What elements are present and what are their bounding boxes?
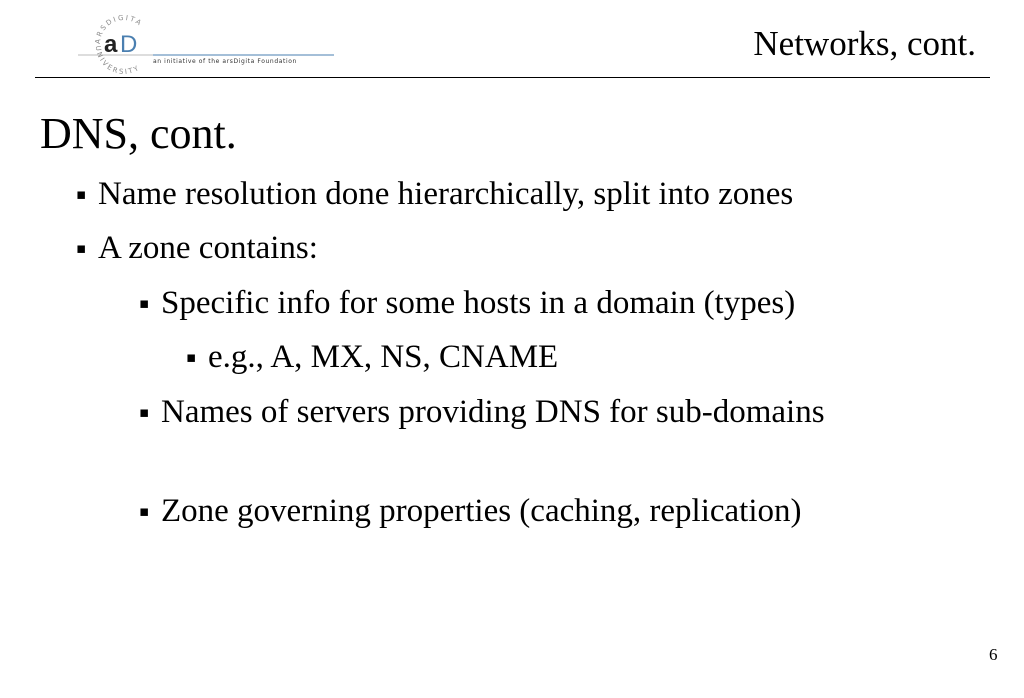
arsdigita-university-logo: ARSDIGITA UNIVERSITY a D an initiative o… <box>78 14 334 76</box>
sub-sub-bullet-item: ▪ e.g., A, MX, NS, CNAME <box>186 340 558 374</box>
bullet-square-icon: ▪ <box>139 502 150 520</box>
page-number: 6 <box>989 645 998 664</box>
bullet-text: Name resolution done hierarchically, spl… <box>98 176 794 212</box>
sub-bullet-item: ▪ Specific info for some hosts in a doma… <box>139 286 795 320</box>
logo-mark-a: a <box>104 31 118 58</box>
bullet-item: ▪ Name resolution done hierarchically, s… <box>76 177 793 211</box>
header-divider <box>35 77 990 78</box>
logo-tagline: an initiative of the arsDigita Foundatio… <box>153 58 297 65</box>
bullet-text: Zone governing properties (caching, repl… <box>161 493 802 529</box>
bullet-text: A zone contains: <box>98 230 318 266</box>
slide-title: DNS, cont. <box>40 109 237 158</box>
logo-mark-d: D <box>120 31 137 58</box>
bullet-square-icon: ▪ <box>76 185 87 203</box>
sub-bullet-item: ▪ Zone governing properties (caching, re… <box>139 494 802 528</box>
bullet-square-icon: ▪ <box>139 403 150 421</box>
bullet-text: Names of servers providing DNS for sub-d… <box>161 394 825 430</box>
sub-bullet-item: ▪ Names of servers providing DNS for sub… <box>139 395 879 429</box>
bullet-square-icon: ▪ <box>76 239 87 257</box>
bullet-square-icon: ▪ <box>139 294 150 312</box>
bullet-square-icon: ▪ <box>186 348 197 366</box>
bullet-text: Specific info for some hosts in a domain… <box>161 285 796 321</box>
bullet-item: ▪ A zone contains: <box>76 231 318 265</box>
bullet-text: e.g., A, MX, NS, CNAME <box>208 339 559 375</box>
header-title: Networks, cont. <box>753 24 976 63</box>
